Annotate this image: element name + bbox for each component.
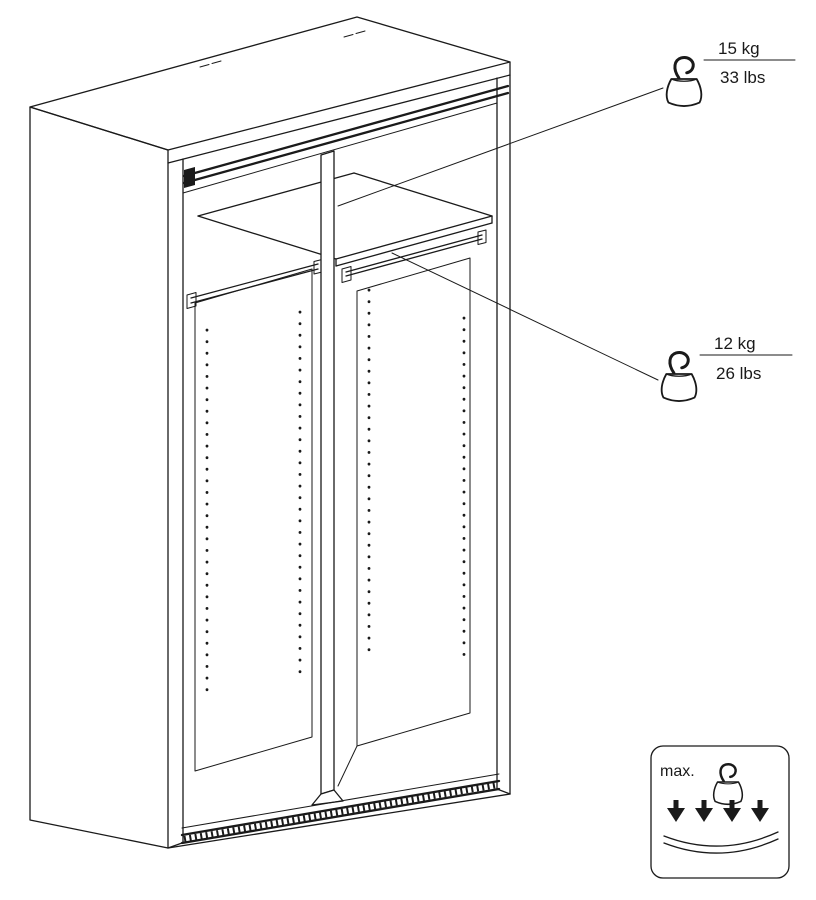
leader-line-hanging-rail — [391, 252, 659, 381]
callout-shelf-load: 15 kg 33 lbs — [665, 39, 796, 108]
down-arrow-icon — [723, 808, 741, 822]
floor-front-edge — [181, 773, 500, 829]
hanging-rail-left — [186, 259, 323, 309]
weight-lbs-label: 33 lbs — [720, 68, 765, 87]
hanging-rail-right — [341, 229, 487, 283]
max-load-box: max. — [650, 745, 790, 879]
rail-tube-line — [190, 268, 319, 304]
bottom-sliding-rail — [180, 773, 501, 845]
divider-front-edge — [320, 150, 335, 795]
max-load-box-frame — [650, 745, 790, 879]
weight-icon — [660, 351, 698, 403]
rail-track-line — [182, 84, 510, 178]
shelf-left-edge — [197, 215, 337, 260]
back-panel-left — [194, 268, 313, 772]
weight-icon — [712, 763, 744, 806]
shelf — [197, 172, 493, 267]
top-panel-underside-line — [182, 102, 498, 194]
down-arrow-icon — [729, 800, 735, 809]
rail-end-bracket — [186, 292, 197, 309]
rail-teeth — [183, 782, 498, 842]
weight-icon — [665, 56, 703, 108]
rail-tube-line — [345, 234, 483, 273]
weight-lbs-label: 26 lbs — [716, 364, 761, 383]
sag-line — [663, 831, 779, 847]
back-panel-right — [337, 257, 471, 787]
top-fitting-mark — [199, 64, 210, 68]
cabinet-frame — [29, 16, 511, 849]
rail-track-line — [182, 91, 510, 185]
down-arrows — [667, 800, 769, 822]
rail-tube-line — [190, 263, 319, 299]
down-arrow-icon — [673, 800, 679, 809]
center-divider — [311, 150, 344, 806]
wardrobe-drawing — [29, 16, 664, 849]
down-arrow-icon — [701, 800, 707, 809]
top-fitting-mark — [343, 34, 354, 38]
shelf-thickness-line — [335, 222, 493, 267]
back-panel-outline — [356, 257, 471, 747]
down-arrow-icon — [751, 808, 769, 822]
bottom-left-joint — [167, 842, 183, 849]
weight-kg-label: 12 kg — [714, 334, 756, 353]
rail-end-block — [184, 167, 195, 188]
rail-tube-line — [345, 238, 483, 277]
sag-line — [663, 838, 779, 854]
top-panel-edge-line — [167, 74, 511, 164]
weight-kg-label: 15 kg — [718, 39, 760, 58]
max-label: max. — [660, 763, 695, 780]
sagging-shelf-lines — [663, 831, 779, 854]
leader-line-shelf — [337, 87, 664, 207]
floor-back-joint-line — [337, 745, 358, 787]
down-arrow-icon — [667, 808, 685, 822]
bottom-front-edge — [167, 793, 511, 849]
down-arrow-icon — [757, 800, 763, 809]
back-panel-outline — [194, 268, 313, 772]
top-fitting-mark — [211, 60, 222, 64]
shelf-right-edge — [353, 172, 493, 217]
shelf-front-edge — [335, 215, 493, 260]
rail-track-line — [180, 787, 501, 845]
top-sliding-rail — [182, 84, 510, 188]
rail-track-line — [180, 779, 501, 837]
left-side-panel — [29, 106, 169, 849]
top-fitting-mark — [355, 30, 366, 34]
down-arrow-icon — [695, 808, 713, 822]
callout-rail-load: 12 kg 26 lbs — [660, 334, 793, 403]
rail-end-bracket — [477, 229, 487, 245]
rail-end-bracket — [341, 266, 352, 283]
